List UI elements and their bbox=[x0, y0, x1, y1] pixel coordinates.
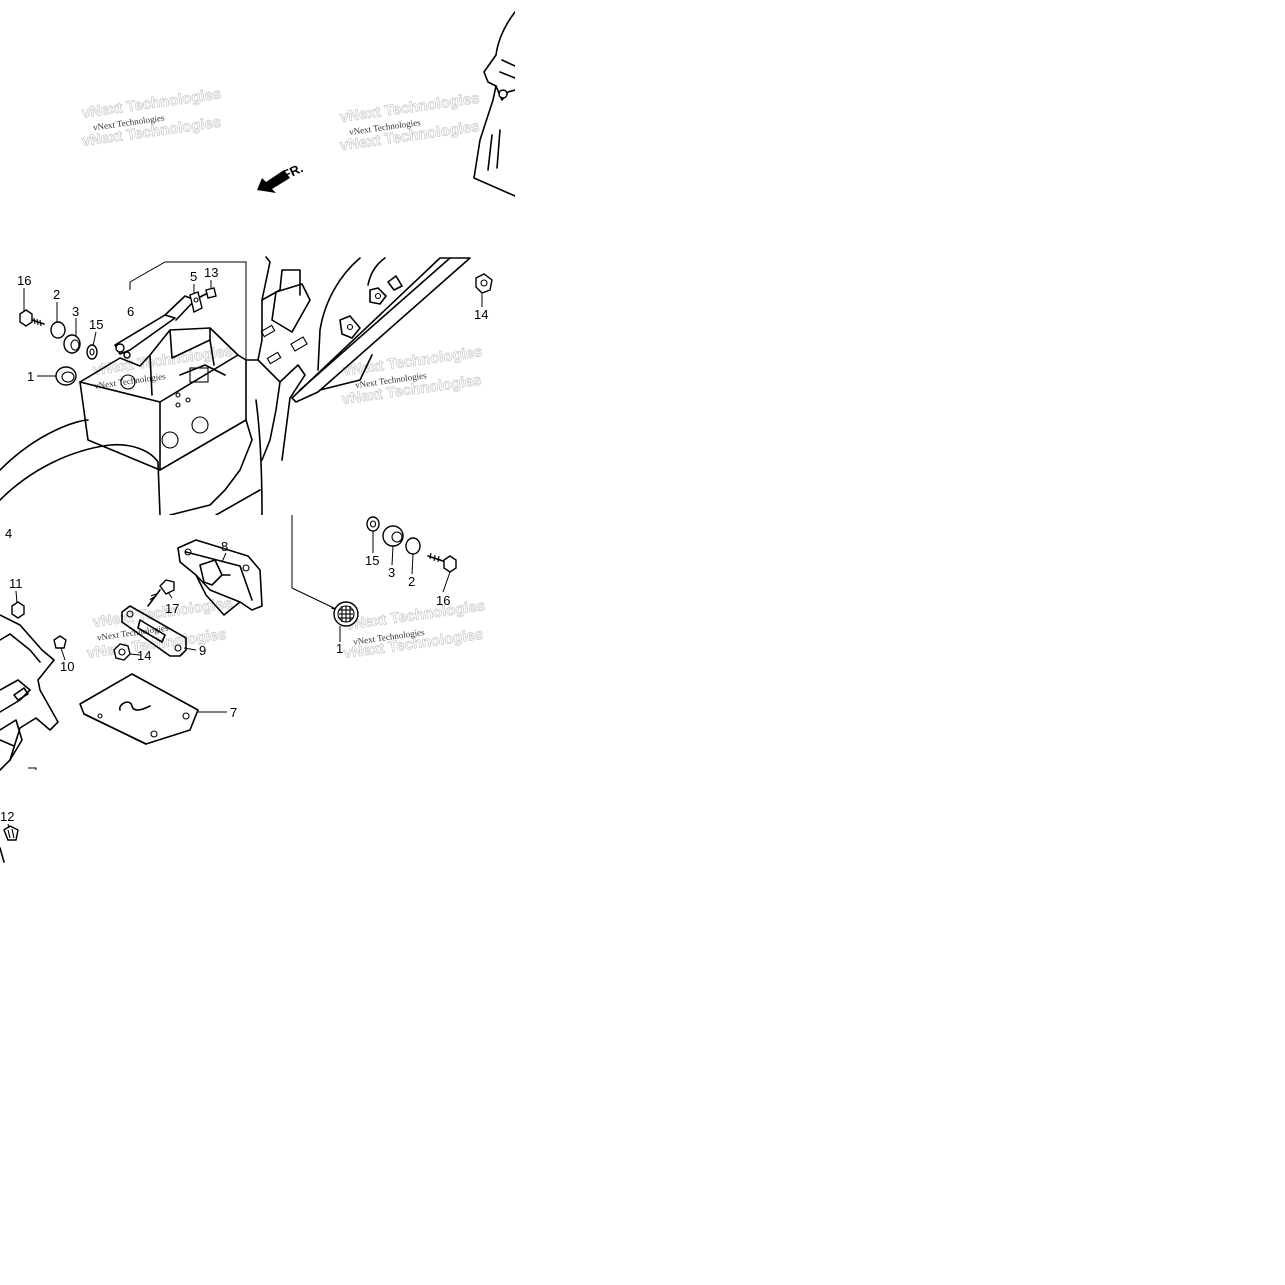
cushion-1-upper bbox=[55, 366, 77, 386]
front-direction-arrow: FR. bbox=[257, 160, 305, 193]
callout-13: 13 bbox=[204, 265, 218, 280]
cushion-1-lower bbox=[291, 515, 359, 627]
callout-15-upper: 15 bbox=[89, 317, 103, 332]
mounting-hardware-set-lower bbox=[291, 515, 457, 627]
callout-10: 10 bbox=[60, 659, 74, 674]
watermark-1: vNext Technologies vNext Technologies vN… bbox=[80, 85, 222, 150]
watermark-3: vNext Technologies vNext Technologies bbox=[92, 342, 234, 391]
nut-11 bbox=[11, 601, 25, 619]
callout-1-upper: 1 bbox=[27, 369, 34, 384]
callout-11: 11 bbox=[9, 576, 23, 591]
clip-5 bbox=[189, 291, 203, 314]
bolt-17 bbox=[147, 579, 175, 607]
screw-13 bbox=[199, 287, 217, 299]
mud-flap-7 bbox=[79, 673, 199, 745]
callout-9: 9 bbox=[199, 643, 206, 658]
nut-14-upper bbox=[475, 273, 493, 294]
washer-15-upper bbox=[86, 344, 98, 360]
callout-14-lower: 14 bbox=[137, 648, 151, 663]
rear-fender-upper-partial bbox=[473, 11, 515, 197]
bulb-12 bbox=[3, 825, 19, 841]
rear-fender-lower-partial bbox=[0, 601, 67, 863]
collar-2-lower bbox=[405, 537, 421, 555]
grommet-10 bbox=[53, 635, 67, 649]
callout-4: 4 bbox=[5, 526, 12, 541]
callout-7: 7 bbox=[230, 705, 237, 720]
leader-lines bbox=[7, 280, 483, 829]
license-bracket-8 bbox=[177, 539, 263, 616]
svg-text:FR.: FR. bbox=[280, 160, 305, 182]
watermark-4: vNext Technologies vNext Technologies vN… bbox=[341, 343, 484, 409]
mounting-plate-9 bbox=[121, 605, 187, 657]
watermark-6: vNext Technologies vNext Technologies vN… bbox=[342, 597, 486, 663]
callout-2-upper: 2 bbox=[53, 287, 60, 302]
callout-8: 8 bbox=[221, 539, 228, 554]
collar-2-upper bbox=[50, 321, 66, 339]
callout-2-lower: 2 bbox=[408, 574, 415, 589]
callout-12: 12 bbox=[0, 809, 14, 824]
callout-17: 17 bbox=[165, 601, 179, 616]
bolt-16-lower bbox=[427, 552, 457, 573]
watermark-2: vNext Technologies vNext Technologies vN… bbox=[339, 89, 481, 154]
callout-15-lower: 15 bbox=[365, 553, 379, 568]
rubber-3-lower bbox=[382, 525, 404, 547]
callout-numbers: 16 2 3 15 1 6 5 13 14 4 11 10 12 8 17 9 … bbox=[0, 265, 488, 824]
callout-16-lower: 16 bbox=[436, 593, 450, 608]
callout-16-upper: 16 bbox=[17, 273, 31, 288]
washer-15-lower bbox=[366, 516, 380, 532]
rear-fender-assembly bbox=[0, 256, 471, 515]
callout-6: 6 bbox=[127, 304, 134, 319]
rubber-3-upper bbox=[63, 334, 81, 354]
bolt-16-upper bbox=[19, 309, 45, 327]
callout-1-lower: 1 bbox=[336, 641, 343, 656]
callout-5: 5 bbox=[190, 269, 197, 284]
callout-3-lower: 3 bbox=[388, 565, 395, 580]
callout-3-upper: 3 bbox=[72, 304, 79, 319]
callout-14-upper: 14 bbox=[474, 307, 488, 322]
